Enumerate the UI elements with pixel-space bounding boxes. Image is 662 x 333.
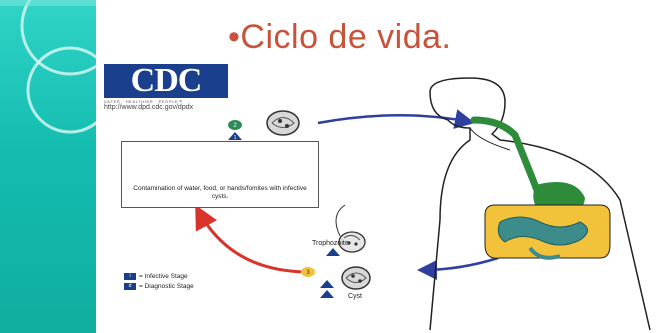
- stage-2-marker: 2: [228, 120, 242, 130]
- legend-diagnostic: d= Diagnostic Stage: [124, 283, 194, 290]
- diagnostic-marker-cyst: [320, 290, 334, 298]
- stage-1-marker: 1: [228, 132, 242, 141]
- cdc-url: http://www.dpd.cdc.gov/dpdx: [104, 104, 194, 111]
- legend-diagnostic-symbol: d: [124, 283, 136, 290]
- legend-infective-symbol: i: [124, 273, 136, 280]
- contamination-box: [121, 141, 319, 208]
- stage-3-marker: 3: [301, 267, 315, 277]
- infective-marker-cyst: [320, 280, 334, 288]
- svg-text:3: 3: [306, 270, 310, 276]
- cyst-label: Cyst: [348, 293, 362, 300]
- legend-infective: i= Infective Stage: [124, 273, 188, 280]
- trophozoite-icon: [335, 204, 366, 253]
- cdc-logo: CDC: [104, 64, 228, 98]
- slide-title: •Ciclo de vida.: [228, 18, 452, 56]
- diagnostic-marker-trophozoite: [326, 248, 340, 256]
- trophozoite-label: Trophozoite: [312, 240, 349, 247]
- contamination-arrow: [195, 204, 305, 274]
- contamination-caption: Contamination of water, food, or hands/f…: [133, 185, 307, 200]
- legend-diagnostic-label: = Diagnostic Stage: [139, 283, 194, 291]
- excretion-arrow: [417, 256, 499, 280]
- legend-infective-label: = Infective Stage: [139, 273, 188, 281]
- decorative-sidebar: [0, 0, 96, 333]
- decorative-circles: [0, 0, 96, 134]
- svg-text:1: 1: [234, 135, 237, 141]
- svg-text:2: 2: [233, 123, 237, 129]
- cdc-tagline: SAFER · HEALTHIER · PEOPLE™: [104, 99, 183, 104]
- human-body-illustration: [429, 77, 651, 331]
- cyst-top-icon: [266, 110, 300, 136]
- ingestion-arrow: [317, 109, 475, 129]
- cyst-bottom-icon: [341, 266, 371, 290]
